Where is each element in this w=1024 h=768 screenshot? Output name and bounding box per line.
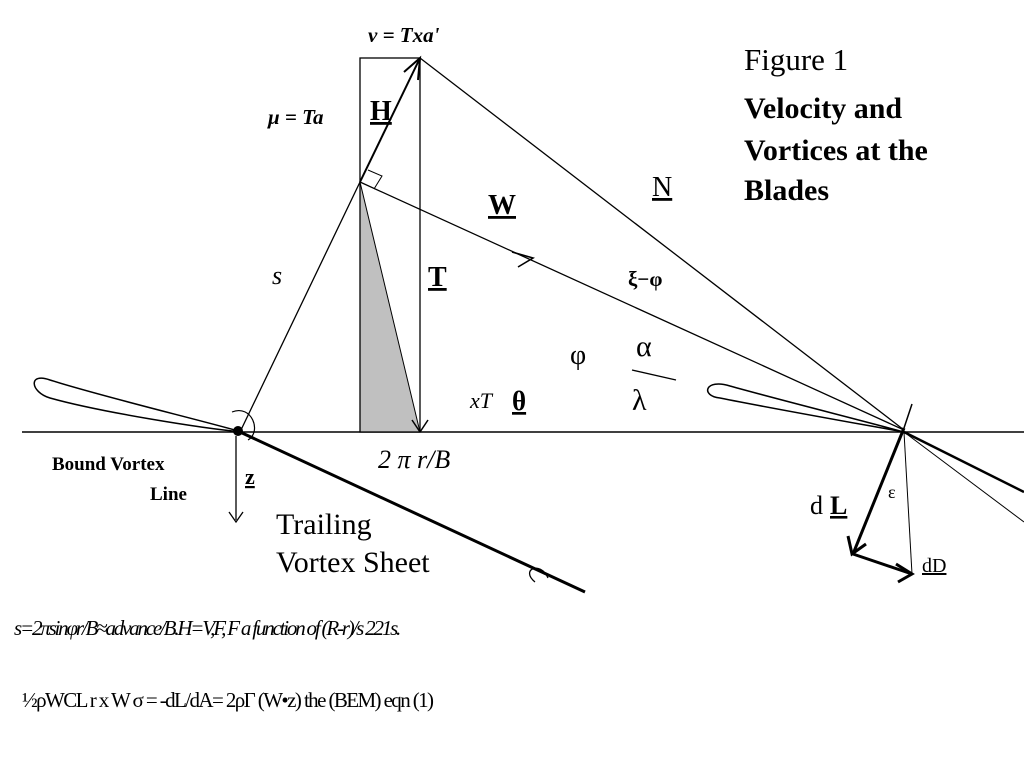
velocity-vortex-diagram: ν = Txa' μ = Ta H W N T s ξ−φ φ α λ xT θ… <box>22 23 1024 594</box>
trailing-vortex-line <box>239 430 586 594</box>
epsilon-line <box>903 431 913 575</box>
W-label: W <box>488 190 516 221</box>
theta-label: θ <box>512 386 526 416</box>
T-rectangle <box>359 57 421 433</box>
xT-label: xT <box>469 388 494 413</box>
figure-caption-line3: Blades <box>744 174 829 207</box>
xi-phi-label: ξ−φ <box>628 267 662 291</box>
right-airfoil <box>706 383 905 433</box>
trailing-swirl-icon <box>528 567 549 583</box>
s-label: s <box>272 261 282 290</box>
bound-vortex-point <box>233 426 243 436</box>
bound-vortex-label-line2: Line <box>150 484 187 505</box>
alpha-label: α <box>636 330 652 363</box>
W-arrowhead <box>511 251 535 268</box>
dL-arrowhead <box>846 535 867 557</box>
T-arrowhead-2 <box>419 419 429 433</box>
right-chord-extension <box>903 431 1024 523</box>
mu-label: μ = Ta <box>267 105 324 129</box>
shaded-triangle <box>359 181 421 433</box>
right-trailing-line <box>903 430 1024 494</box>
z-arrowhead <box>228 511 244 524</box>
figure-caption-line1: Velocity and <box>744 92 902 125</box>
N-line <box>419 57 905 431</box>
left-airfoil <box>33 377 243 433</box>
blade-normal-tick <box>903 403 913 429</box>
T-arrowhead <box>411 419 421 433</box>
lambda-label: λ <box>632 384 647 417</box>
dL-d-label: d <box>810 491 823 520</box>
nu-label: ν = Txa' <box>368 23 440 47</box>
dL-vector <box>851 427 906 555</box>
equation-pitch-relation: s=2πsinφr/B≈advance/B.H=V,F, F a functio… <box>14 616 401 640</box>
H-label: H <box>370 96 392 127</box>
figure-number: Figure 1 <box>744 42 848 77</box>
trailing-label-line2: Vortex Sheet <box>276 546 430 579</box>
equation-bem: ½ρWCL r x W σ = -dL/dA= 2ρΓ (W•z) the (B… <box>22 688 434 712</box>
lambda-slash <box>631 369 677 381</box>
N-label: N <box>652 172 672 203</box>
T-label: T <box>428 262 447 293</box>
bound-vortex-label-line1: Bound Vortex <box>52 454 165 475</box>
dD-label: dD <box>922 555 946 577</box>
dL-L-label: L <box>830 491 847 520</box>
trailing-label-line1: Trailing <box>276 508 372 541</box>
dD-vector <box>852 552 913 576</box>
H-vector <box>359 57 421 183</box>
dD-arrowhead <box>895 562 915 584</box>
W-line <box>359 181 905 431</box>
pitch-label: 2 π r/B <box>378 445 450 474</box>
epsilon-label: ε <box>888 482 896 502</box>
s-line <box>239 181 361 433</box>
phi-label: φ <box>570 340 586 371</box>
right-angle-marker <box>367 169 383 190</box>
z-label: z <box>245 464 255 489</box>
figure-caption-line2: Vortices at the <box>744 134 928 167</box>
